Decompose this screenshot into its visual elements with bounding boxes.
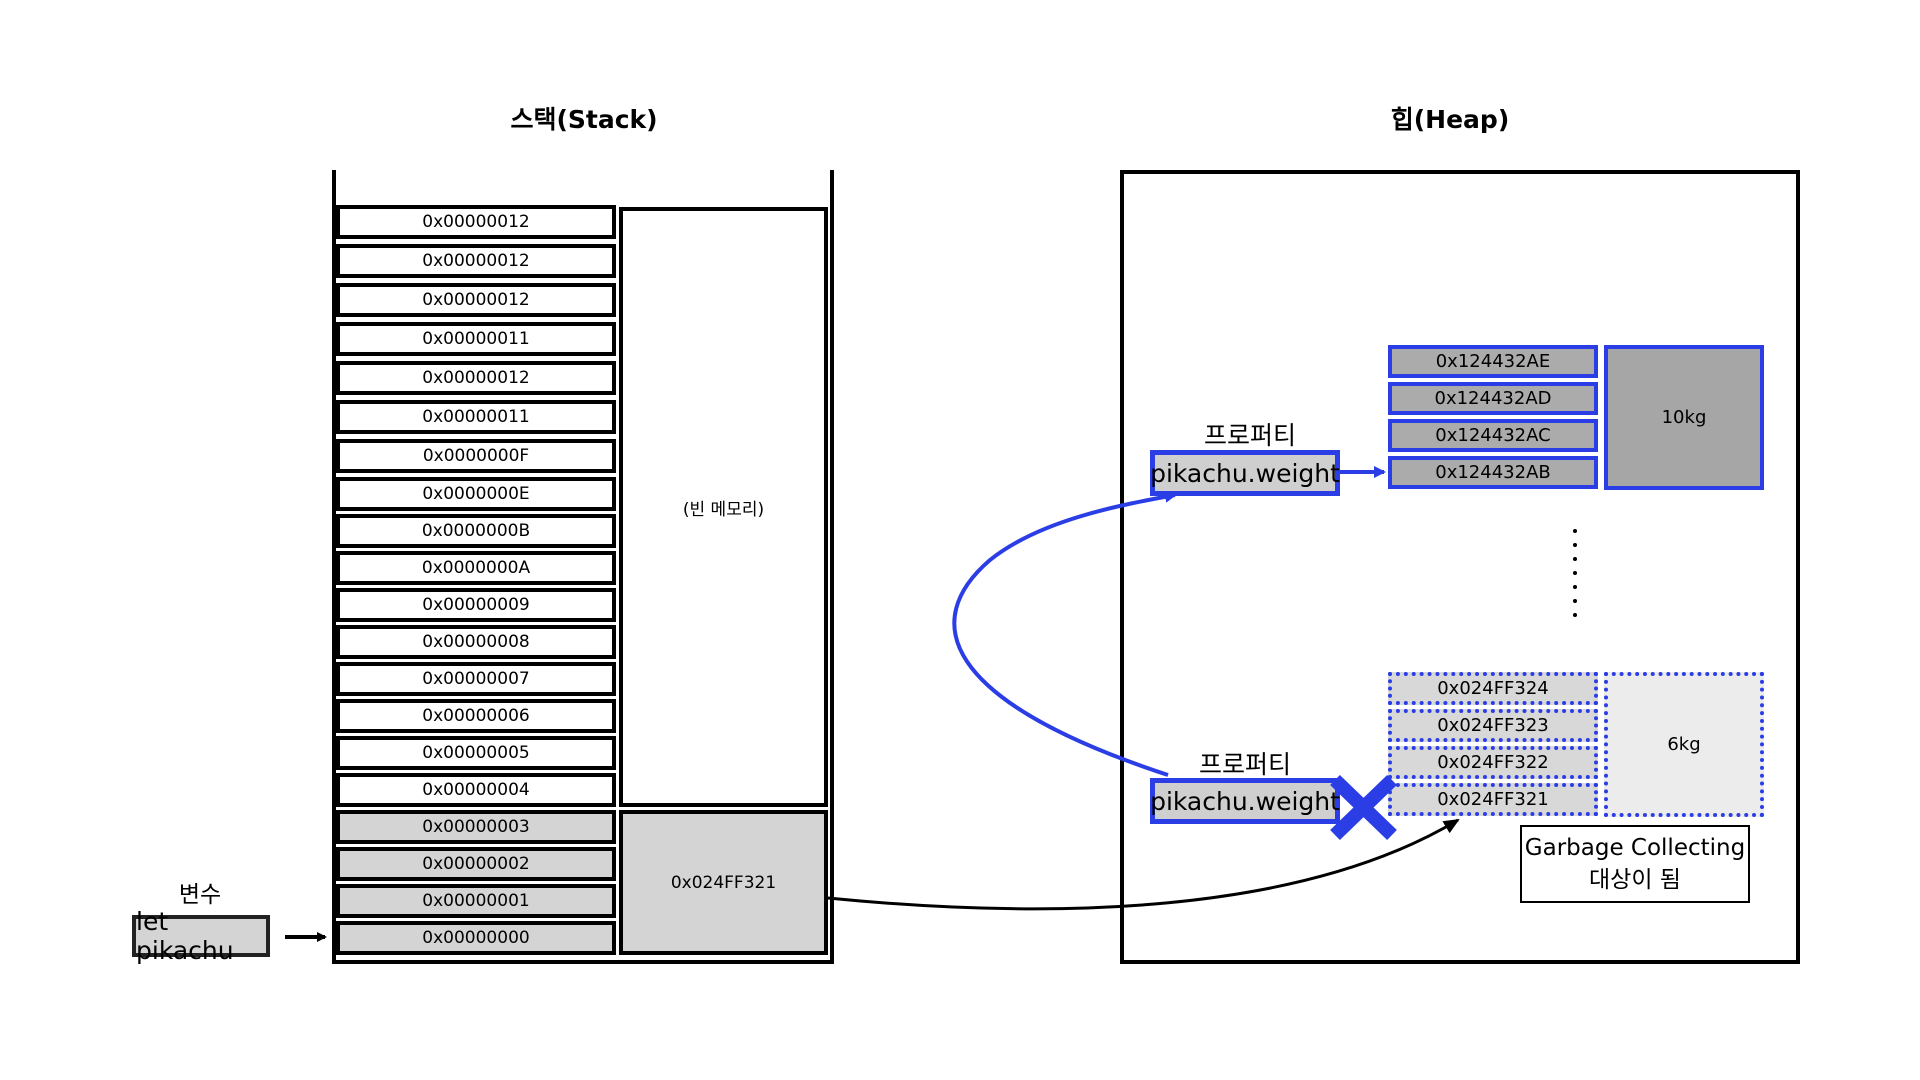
- stack-title: 스택(Stack): [510, 105, 658, 134]
- heap-title: 힙(Heap): [1390, 105, 1510, 134]
- stack-cell: 0x00000005: [336, 736, 616, 770]
- stack-cell: 0x0000000F: [336, 439, 616, 473]
- dead-address-cell: 0x024FF321: [1388, 783, 1598, 816]
- stack-reference-value: 0x024FF321: [670, 872, 777, 893]
- stack-cell: 0x00000007: [336, 662, 616, 696]
- stack-cell: 0x0000000B: [336, 514, 616, 548]
- dead-property-label: 프로퍼티: [1198, 750, 1291, 779]
- variable-box: let pikachu: [132, 907, 270, 965]
- stack-cell: 0x00000012: [336, 361, 616, 395]
- stack-cell: 0x00000011: [336, 400, 616, 434]
- live-address-cell: 0x124432AC: [1388, 419, 1598, 452]
- stack-cell: 0x00000011: [336, 322, 616, 356]
- stack-cell-used: 0x00000003: [336, 810, 616, 844]
- ellipsis-dots: [1573, 529, 1577, 617]
- dead-address-cell: 0x024FF323: [1388, 709, 1598, 742]
- stack-cell: 0x00000012: [336, 244, 616, 278]
- stack-cell: 0x00000006: [336, 699, 616, 733]
- stack-cell: 0x00000012: [336, 283, 616, 317]
- gc-note-line2: 대상이 됨: [1589, 867, 1681, 893]
- stack-reference-block: 0x024FF321: [619, 810, 828, 955]
- stack-cell: 0x0000000E: [336, 477, 616, 511]
- stack-cell-used: 0x00000001: [336, 884, 616, 918]
- stack-cell: 0x00000009: [336, 588, 616, 622]
- stack-cell: 0x00000012: [336, 205, 616, 239]
- dead-address-cell: 0x024FF322: [1388, 746, 1598, 779]
- stack-cell: 0x0000000A: [336, 551, 616, 585]
- dead-value-block: 6kg: [1604, 672, 1764, 817]
- dead-address-cell: 0x024FF324: [1388, 672, 1598, 705]
- live-address-cell: 0x124432AE: [1388, 345, 1598, 378]
- live-address-cell: 0x124432AD: [1388, 382, 1598, 415]
- gc-note-line1: Garbage Collecting: [1524, 835, 1746, 861]
- live-address-cell: 0x124432AB: [1388, 456, 1598, 489]
- stack-cell: 0x00000004: [336, 773, 616, 807]
- live-property-box: pikachu.weight: [1150, 450, 1340, 496]
- gc-note: Garbage Collecting 대상이 됨: [1520, 825, 1750, 903]
- empty-memory-block: (빈 메모리): [619, 207, 828, 807]
- stack-cell-used: 0x00000002: [336, 847, 616, 881]
- dead-property-box: pikachu.weight: [1150, 778, 1340, 824]
- live-property-label: 프로퍼티: [1203, 421, 1296, 450]
- empty-memory-label: (빈 메모리): [682, 499, 765, 520]
- stack-cell-used: 0x00000000: [336, 921, 616, 955]
- variable-label: 변수: [178, 882, 222, 908]
- stack-cell: 0x00000008: [336, 625, 616, 659]
- live-value-block: 10kg: [1604, 345, 1764, 490]
